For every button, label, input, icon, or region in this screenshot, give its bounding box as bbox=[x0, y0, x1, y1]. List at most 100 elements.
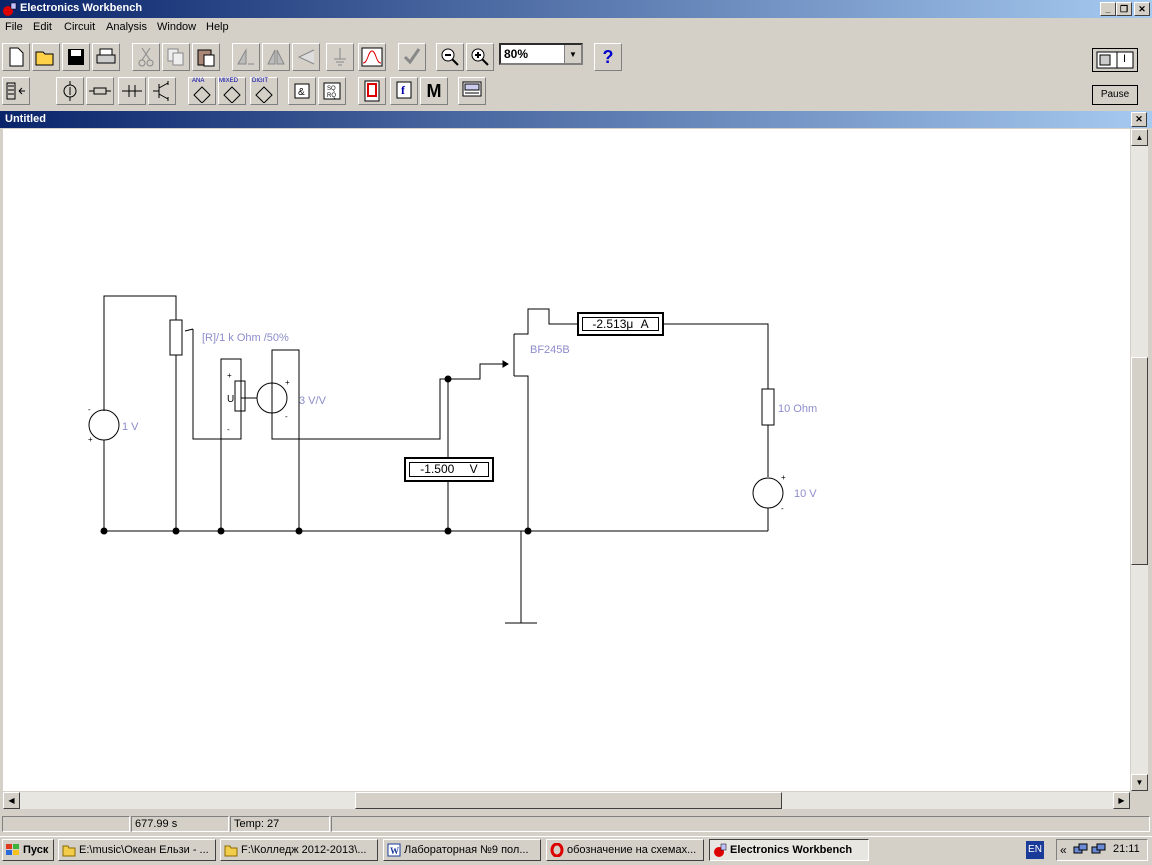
scroll-right-icon[interactable]: ▶ bbox=[1113, 792, 1130, 809]
status-field-extra bbox=[331, 816, 1150, 832]
voltmeter[interactable]: -1.500 V bbox=[404, 457, 494, 482]
parts-bin-toggle-button[interactable] bbox=[2, 77, 30, 105]
open-button[interactable] bbox=[32, 43, 60, 71]
resistor-10-ohm bbox=[761, 388, 775, 426]
minimize-button[interactable]: _ bbox=[1100, 2, 1116, 16]
clock[interactable]: 21:11 bbox=[1113, 843, 1140, 855]
scroll-up-icon[interactable]: ▲ bbox=[1131, 129, 1148, 146]
zoom-out-icon bbox=[441, 48, 459, 66]
zoom-value: 80% bbox=[504, 47, 529, 61]
ana-label: ANA bbox=[192, 78, 205, 84]
controls-bin-button[interactable]: f bbox=[390, 77, 418, 105]
horizontal-scrollbar[interactable]: ◀ ▶ bbox=[3, 792, 1130, 809]
vertical-scroll-thumb[interactable] bbox=[1131, 357, 1148, 565]
graph-button[interactable] bbox=[358, 43, 386, 71]
app-icon[interactable] bbox=[2, 1, 18, 17]
scroll-down-icon[interactable]: ▼ bbox=[1131, 774, 1148, 791]
subcircuit-button[interactable] bbox=[398, 43, 426, 71]
new-button[interactable] bbox=[2, 43, 30, 71]
subcircuit-icon bbox=[403, 48, 421, 65]
power-switch[interactable]: I bbox=[1092, 48, 1138, 72]
menu-window[interactable]: Window bbox=[157, 21, 197, 33]
svg-text:f: f bbox=[401, 83, 406, 97]
svg-text:-: - bbox=[88, 405, 91, 414]
task-music-folder[interactable]: E:\music\Океан Ельзи - ... bbox=[58, 839, 216, 861]
language-indicator[interactable]: EN bbox=[1026, 841, 1044, 859]
svg-text:+: + bbox=[88, 435, 93, 444]
instruments-bin-button[interactable] bbox=[458, 77, 486, 105]
flip-horizontal-button[interactable] bbox=[262, 43, 290, 71]
pause-button[interactable]: Pause bbox=[1092, 85, 1138, 105]
svg-text:-: - bbox=[781, 504, 784, 513]
miscellaneous-bin-button[interactable]: M bbox=[420, 77, 448, 105]
help-button[interactable]: ? bbox=[594, 43, 622, 71]
svg-text:SQ: SQ bbox=[327, 86, 336, 92]
digital-ic-icon bbox=[255, 86, 273, 103]
source-icon bbox=[63, 81, 77, 101]
transistors-bin-button[interactable] bbox=[148, 77, 176, 105]
chevron-left-icon[interactable]: « bbox=[1060, 843, 1067, 857]
function-icon: f bbox=[396, 81, 412, 99]
resistor-icon bbox=[89, 87, 111, 95]
zoom-select[interactable]: 80% ▼ bbox=[499, 43, 583, 65]
ammeter-unit: A bbox=[640, 317, 649, 331]
task-word-document[interactable]: W Лабораторная №9 пол... bbox=[383, 839, 541, 861]
task-college-folder[interactable]: F:\Колледж 2012-2013\... bbox=[220, 839, 378, 861]
vcvs-output bbox=[271, 349, 300, 440]
logic-gates-bin-button[interactable]: & bbox=[288, 77, 316, 105]
voltmeter-value: -1.500 bbox=[420, 462, 455, 476]
rotate-button[interactable] bbox=[232, 43, 260, 71]
component-properties-button[interactable] bbox=[326, 43, 354, 71]
folder-icon bbox=[35, 51, 54, 66]
document-close-button[interactable]: ✕ bbox=[1131, 112, 1147, 127]
mixed-ic-icon bbox=[223, 86, 241, 103]
cut-button[interactable] bbox=[132, 43, 160, 71]
copy-button[interactable] bbox=[162, 43, 190, 71]
mixed-ics-bin-button[interactable]: MIXED bbox=[218, 77, 246, 105]
task-electronics-workbench[interactable]: Electronics Workbench bbox=[709, 839, 869, 861]
zoom-in-button[interactable] bbox=[466, 43, 494, 71]
power-switch-label: I bbox=[1123, 53, 1127, 65]
menu-circuit[interactable]: Circuit bbox=[64, 21, 96, 33]
digital-ics-bin-button[interactable]: DIGIT bbox=[250, 77, 278, 105]
analog-ics-bin-button[interactable]: ANA bbox=[188, 77, 216, 105]
menu-analysis[interactable]: Analysis bbox=[106, 21, 147, 33]
chevron-down-icon[interactable]: ▼ bbox=[564, 45, 581, 63]
save-button[interactable] bbox=[62, 43, 90, 71]
scissors-icon bbox=[138, 47, 154, 67]
menu-file[interactable]: File bbox=[5, 21, 23, 33]
ammeter[interactable]: -2.513μ A bbox=[577, 312, 664, 336]
transistor-label: BF245B bbox=[530, 344, 570, 356]
circuit-canvas[interactable]: -+ +- +- +- [R]/1 k Ohm /50% 1 V 3 V/V U… bbox=[3, 129, 1130, 791]
opera-icon bbox=[550, 843, 564, 857]
vertical-scrollbar[interactable]: ▲ ▼ bbox=[1131, 129, 1148, 791]
network-icon[interactable] bbox=[1073, 843, 1089, 857]
start-button[interactable]: Пуск bbox=[2, 839, 54, 861]
network-icon-2[interactable] bbox=[1091, 843, 1107, 857]
circuit-schematic: -+ +- +- +- bbox=[88, 295, 786, 624]
windows-logo-icon bbox=[6, 844, 19, 855]
floppy-icon bbox=[68, 49, 84, 65]
basic-bin-button[interactable] bbox=[86, 77, 114, 105]
potentiometer bbox=[169, 319, 183, 356]
source-left-label: 1 V bbox=[122, 421, 139, 433]
menu-edit[interactable]: Edit bbox=[33, 21, 52, 33]
scroll-left-icon[interactable]: ◀ bbox=[3, 792, 20, 809]
menu-help[interactable]: Help bbox=[206, 21, 229, 33]
print-button[interactable] bbox=[92, 43, 120, 71]
diodes-bin-button[interactable] bbox=[118, 77, 146, 105]
close-button[interactable]: ✕ bbox=[1134, 2, 1150, 16]
restore-button[interactable]: ❐ bbox=[1116, 2, 1132, 16]
logic-gate-icon: & bbox=[294, 83, 310, 99]
svg-text:+: + bbox=[781, 473, 786, 482]
svg-text:-: - bbox=[227, 425, 230, 434]
flip-vertical-button[interactable] bbox=[292, 43, 320, 71]
task-opera-browser[interactable]: обозначение на схемах... bbox=[546, 839, 704, 861]
document-title-bar bbox=[0, 111, 1152, 128]
zoom-out-button[interactable] bbox=[436, 43, 464, 71]
horizontal-scroll-thumb[interactable] bbox=[355, 792, 782, 809]
indicators-bin-button[interactable] bbox=[358, 77, 386, 105]
sources-bin-button[interactable] bbox=[56, 77, 84, 105]
paste-button[interactable] bbox=[192, 43, 220, 71]
